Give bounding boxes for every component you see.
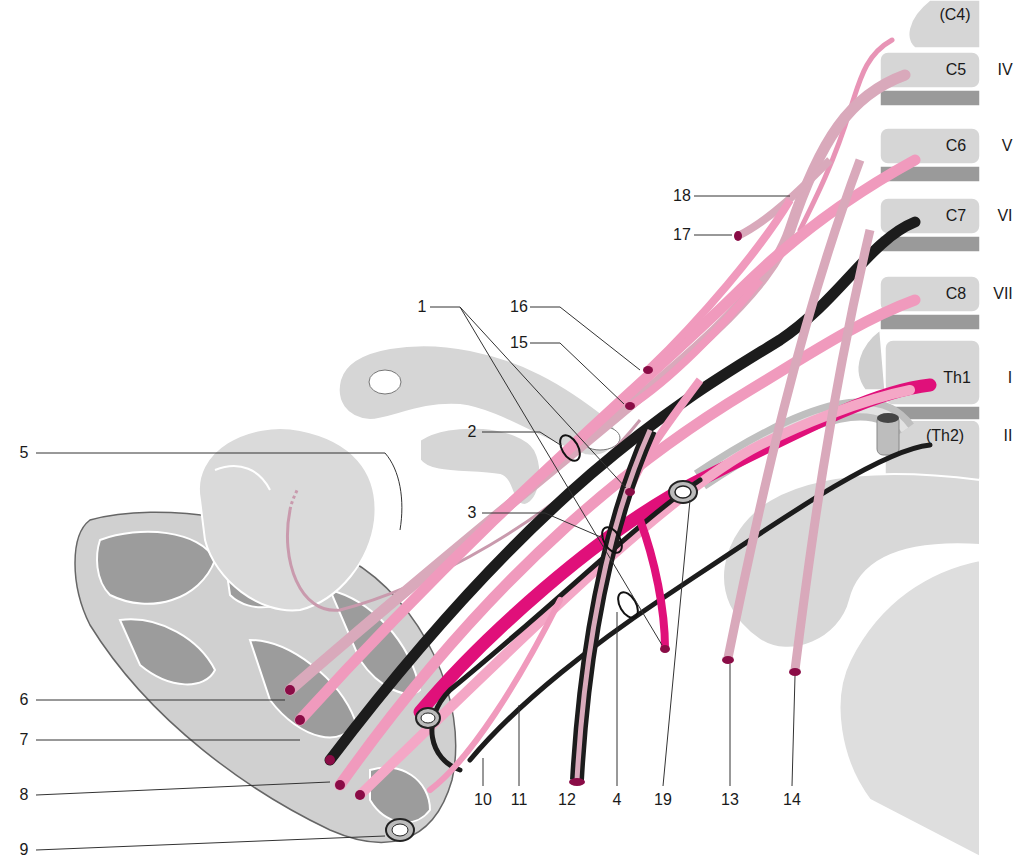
callout-number: 1 [418, 299, 427, 315]
segment-number: VII [993, 286, 1013, 302]
callout-number: 13 [721, 792, 739, 808]
callout-number: 4 [613, 792, 622, 808]
callout-number: 14 [783, 792, 801, 808]
cord-rings [556, 432, 642, 621]
callout-number: 3 [468, 505, 477, 521]
callout-number: 5 [20, 445, 29, 461]
vertebra-label: Th1 [943, 370, 971, 386]
callout-number: 16 [510, 299, 528, 315]
callout-number: 12 [558, 792, 576, 808]
segment-number: V [1002, 138, 1013, 154]
segment-number: II [1004, 428, 1013, 444]
vertebra-label: C8 [946, 286, 966, 302]
segment-number: VI [997, 208, 1012, 224]
vertebra-label: C6 [946, 138, 966, 154]
nerve-trunks [290, 40, 930, 795]
nerve-cut-ends [285, 231, 801, 800]
callout-number: 15 [510, 335, 528, 351]
scapula [840, 560, 980, 857]
leader-lines [36, 196, 795, 850]
vessel-rings [386, 481, 697, 841]
vertebra-label: C7 [946, 208, 966, 224]
vertebra-label: (Th2) [926, 428, 964, 444]
callout-number: 18 [673, 188, 691, 204]
nerve-branches [577, 160, 870, 780]
callout-number: 7 [20, 732, 29, 748]
callout-number: 2 [468, 424, 477, 440]
callout-number: 17 [673, 227, 691, 243]
segment-number: IV [997, 62, 1012, 78]
vertebra-label: C5 [946, 62, 966, 78]
callout-number: 10 [474, 792, 492, 808]
callout-number: 19 [654, 792, 672, 808]
segment-number: I [1008, 370, 1012, 386]
vertebra-label: (C4) [939, 7, 970, 23]
callout-number: 6 [20, 692, 29, 708]
callout-number: 11 [511, 792, 528, 808]
callout-number: 8 [20, 787, 29, 803]
callout-number: 9 [20, 842, 29, 857]
